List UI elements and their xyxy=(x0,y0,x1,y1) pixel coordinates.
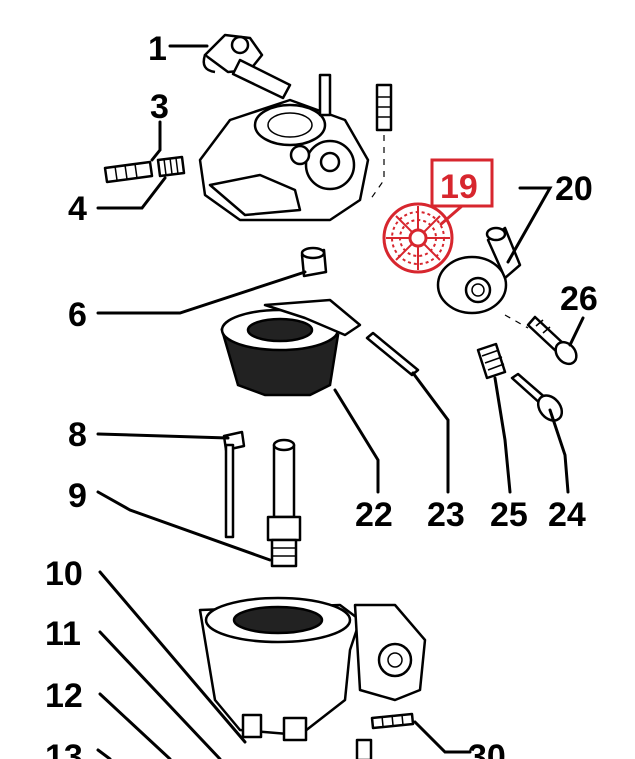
part-30-spring-screw[interactable] xyxy=(370,712,415,730)
leader-3 xyxy=(150,120,162,162)
callout-12: 12 xyxy=(45,677,83,715)
part-19-filter[interactable] xyxy=(382,202,454,274)
callout-20: 20 xyxy=(555,170,593,208)
callout-3: 3 xyxy=(150,88,169,126)
leader-26 xyxy=(568,316,585,347)
callout-1: 1 xyxy=(148,30,167,68)
part-6-jet[interactable] xyxy=(300,246,328,278)
leader-11 xyxy=(98,630,222,759)
leader-9 xyxy=(96,490,272,562)
callout-26: 26 xyxy=(560,280,598,318)
leader-22 xyxy=(333,388,380,494)
leader-24 xyxy=(548,408,570,494)
callout-24: 24 xyxy=(548,496,586,534)
callout-11: 11 xyxy=(45,615,81,653)
part-22-float[interactable] xyxy=(220,298,362,397)
part-9-main-jet[interactable] xyxy=(266,438,302,568)
part-3-screw[interactable] xyxy=(103,160,154,184)
part-24-needle-screw[interactable] xyxy=(510,372,567,425)
callout-30: 30 xyxy=(468,738,506,759)
leader-25 xyxy=(493,376,512,494)
callout-13: 13 xyxy=(45,738,83,759)
leader-23 xyxy=(411,371,450,494)
leader-20 xyxy=(506,186,553,264)
callout-8: 8 xyxy=(68,416,87,454)
part-23-pin[interactable] xyxy=(365,331,420,377)
carburettor-bottom-body[interactable] xyxy=(198,596,427,759)
callout-22: 22 xyxy=(355,496,393,534)
part-1-fuel-fitting[interactable] xyxy=(202,33,292,100)
part-26-bolt[interactable] xyxy=(526,315,581,368)
part-4-spring[interactable] xyxy=(156,155,186,178)
leader-6 xyxy=(96,270,307,315)
part-8-float-needle[interactable] xyxy=(222,430,246,539)
leader-30 xyxy=(413,720,472,754)
callout-4: 4 xyxy=(68,190,87,228)
carburettor-top-body[interactable] xyxy=(198,73,393,222)
leader-4 xyxy=(96,176,167,210)
part-25-spring[interactable] xyxy=(476,342,507,380)
leader-8 xyxy=(96,432,230,440)
callout-23: 23 xyxy=(427,496,465,534)
callout-6: 6 xyxy=(68,296,87,334)
leader-13 xyxy=(96,748,112,759)
leader-10 xyxy=(98,570,247,744)
leader-12 xyxy=(98,692,172,759)
callout-10: 10 xyxy=(45,555,83,593)
leader-19 xyxy=(439,204,463,227)
callout-25: 25 xyxy=(490,496,528,534)
part-20-banjo[interactable] xyxy=(436,226,522,315)
callout-19: 19 xyxy=(440,168,478,206)
callout-9: 9 xyxy=(68,477,87,515)
